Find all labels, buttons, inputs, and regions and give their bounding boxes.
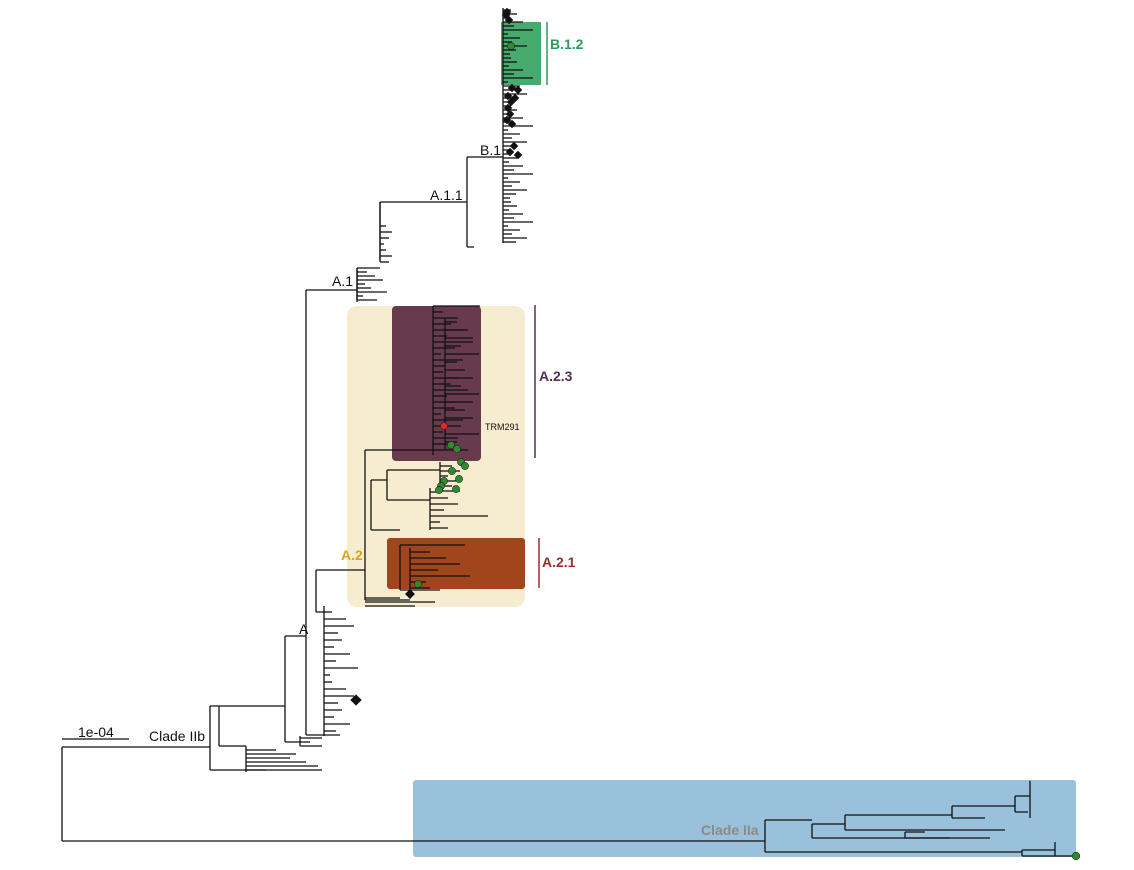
tip-branches: [245, 9, 533, 772]
green-marker: [461, 462, 469, 470]
tip-label-trm291: TRM291: [485, 422, 520, 432]
black-diamond-marker: [405, 589, 415, 599]
node-label-a2: A.2: [341, 547, 363, 563]
node-label-b1: B.1: [480, 142, 501, 158]
node-label-a11: A.1.1: [430, 187, 463, 203]
red-marker: [440, 422, 448, 430]
clade-label-iia: Clade IIa: [701, 822, 759, 838]
clade-label-a23: A.2.3: [539, 368, 573, 384]
green-marker: [452, 485, 460, 493]
green-marker: [1071, 851, 1081, 861]
black-diamond-marker: [502, 115, 512, 125]
node-label-a1: A.1: [332, 273, 353, 289]
green-marker: [455, 475, 463, 483]
black-diamond-marker: [501, 10, 511, 20]
green-marker: [507, 42, 515, 50]
node-label-a: A: [299, 621, 309, 637]
green-marker: [453, 445, 461, 453]
scale-bar-label: 1e-04: [78, 724, 114, 740]
tip-markers-named: [350, 422, 1081, 861]
green-marker: [414, 580, 422, 588]
green-marker: [447, 441, 455, 449]
tree-branches: [61, 8, 1075, 857]
node-label-clade-iib: Clade IIb: [149, 728, 205, 744]
black-diamond-marker: [503, 91, 513, 101]
green-marker: [448, 467, 456, 475]
green-marker: [435, 486, 443, 494]
clade-label-a21: A.2.1: [542, 554, 576, 570]
clade-label-b12: B.1.2: [550, 36, 584, 52]
